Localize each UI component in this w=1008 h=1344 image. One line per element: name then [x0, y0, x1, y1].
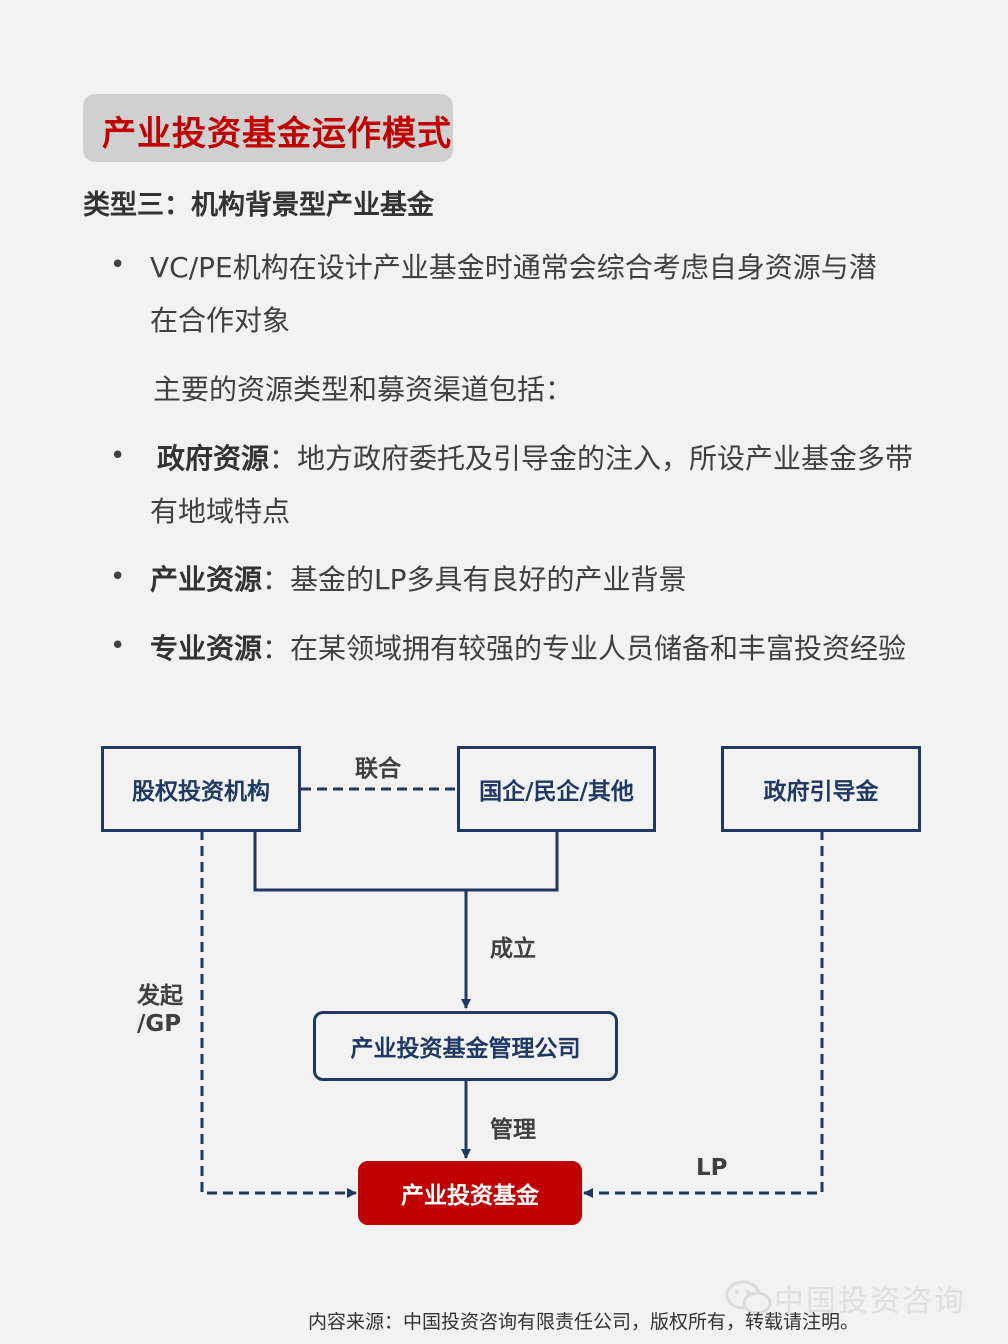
- item4-text: ：在某领域拥有较强的专业人员储备和丰富投资经验: [262, 632, 907, 665]
- lp-connector: [583, 830, 824, 1198]
- item4-line: 专业资源：在某领域拥有较强的专业人员储备和丰富投资经验: [150, 623, 906, 675]
- wechat-icon: [725, 1280, 772, 1315]
- label-initiate-1: 发起: [137, 983, 183, 1009]
- bullet-3: •: [110, 562, 126, 592]
- item3-line: 产业资源：基金的LP多具有良好的产业背景: [150, 554, 687, 606]
- label-manage: 管理: [490, 1117, 536, 1143]
- bullet-2: •: [110, 441, 126, 471]
- item2-bold: 政府资源: [157, 442, 270, 475]
- item2-line1: 政府资源：地方政府委托及引导金的注入，所设产业基金多带: [157, 433, 913, 485]
- item3-text: ：基金的LP多具有良好的产业背景: [262, 563, 687, 596]
- node-management-company: 产业投资基金管理公司: [313, 1011, 618, 1081]
- node-soe-private-other: 国企/民企/其他: [457, 746, 656, 832]
- label-initiate-2: /GP: [137, 1011, 182, 1037]
- label-establish: 成立: [490, 936, 536, 962]
- item3-bold: 产业资源: [150, 563, 263, 596]
- merge-bracket: [253, 830, 559, 892]
- watermark: 中国投资咨询: [724, 1276, 966, 1320]
- node-gov-guidance-fund: 政府引导金: [721, 746, 921, 832]
- gp-connector: [200, 830, 357, 1198]
- item1-line2: 在合作对象: [150, 304, 291, 337]
- intro-text: 主要的资源类型和募资渠道包括：: [153, 373, 574, 406]
- item4-bold: 专业资源: [150, 632, 263, 665]
- bullet-1: •: [110, 250, 126, 280]
- watermark-text: 中国投资咨询: [774, 1284, 966, 1319]
- label-joint: 联合: [355, 756, 401, 782]
- page-title: 产业投资基金运作模式: [102, 114, 452, 154]
- item2-line2: 有地域特点: [150, 495, 291, 528]
- node-equity-institution: 股权投资机构: [101, 746, 301, 832]
- item2-text: ：地方政府委托及引导金的注入，所设产业基金多带: [269, 442, 914, 475]
- title-banner: [83, 94, 453, 162]
- section-subtitle: 类型三：机构背景型产业基金: [83, 190, 434, 221]
- node-industry-fund: 产业投资基金: [358, 1161, 582, 1225]
- bullet-4: •: [110, 631, 126, 661]
- item1-line1: VC/PE机构在设计产业基金时通常会综合考虑自身资源与潜: [150, 251, 877, 284]
- label-lp: LP: [696, 1155, 728, 1181]
- source-footer: 内容来源：中国投资咨询有限责任公司，版权所有，转载请注明。: [308, 1311, 860, 1333]
